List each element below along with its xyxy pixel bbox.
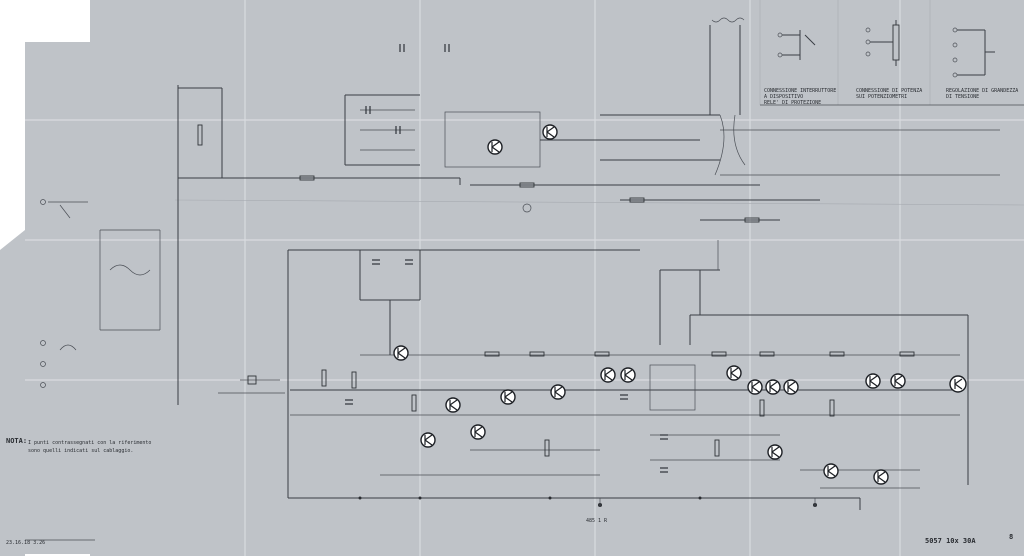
transistor-q19 — [823, 463, 839, 479]
box-caption-reg-line2: DI TENSIONE — [946, 94, 980, 100]
box-caption-potentiometer: CONNESSIONE DI POTENZA SUI POTENZIOMETRI — [856, 88, 926, 100]
transistor-q11 — [726, 365, 742, 381]
box-caption-reg-line1: REGOLAZIONE DI GRANDEZZA — [946, 88, 1019, 94]
connection-diagram-boxes — [760, 20, 1024, 106]
box-caption-relay-line2: A DISPOSITIVO — [764, 94, 804, 100]
potentiometer-symbol — [865, 20, 900, 66]
transistor-q7 — [500, 389, 516, 405]
transistor-q2 — [542, 124, 558, 140]
box-caption-relay-line1: CONNESSIONE INTERRUTTORE — [764, 88, 837, 94]
top-circuit — [178, 17, 1000, 223]
box-caption-regulator: REGOLAZIONE DI GRANDEZZA DI TENSIONE — [946, 88, 1019, 100]
transistor-q17 — [949, 375, 967, 393]
transistor-q5 — [420, 432, 436, 448]
left-panel-circuit — [25, 85, 223, 541]
transistor-q20 — [873, 469, 889, 485]
transistor-q13 — [765, 379, 781, 395]
nota-line-1: I punti contrassegnati con la riferiment… — [28, 440, 152, 446]
transistor-q16 — [890, 373, 906, 389]
transistor-q12 — [747, 379, 763, 395]
transistor-q18 — [767, 444, 783, 460]
main-amplifier-circuit — [218, 240, 969, 510]
transistor-q8 — [550, 384, 566, 400]
sheet-number: 8 — [1009, 533, 1014, 541]
box-caption-pot-line2: SUI POTENZIOMETRI — [856, 94, 908, 100]
drawing-code-left: 23.16.18 3.26 — [6, 540, 46, 546]
box-caption-pot-line1: CONNESSIONE DI POTENZA — [856, 88, 923, 94]
transistor-q10 — [620, 367, 636, 383]
bottom-right-reference: 5057 10x 30A — [925, 537, 976, 545]
nota-heading: NOTA: — [6, 437, 28, 445]
transistor-q3 — [393, 345, 409, 361]
transistor-q4 — [445, 397, 461, 413]
transistor-q6 — [470, 424, 486, 440]
transistor-q1 — [487, 139, 503, 155]
relay-switch-symbol — [777, 30, 816, 60]
box-caption-relay-line3: RELE' DI PROTEZIONE — [764, 100, 822, 106]
bottom-center-reference: 485 1 R — [586, 518, 608, 524]
transistor-q9 — [600, 367, 616, 383]
transistor-symbols — [393, 124, 967, 485]
transistor-q14 — [783, 379, 799, 395]
transistor-q15 — [865, 373, 881, 389]
nota-line-2: sono quelli indicati sul cablaggio. — [28, 448, 134, 454]
voltage-regulator-symbol — [952, 27, 995, 78]
box-caption-relay: CONNESSIONE INTERRUTTORE A DISPOSITIVO R… — [764, 88, 837, 106]
